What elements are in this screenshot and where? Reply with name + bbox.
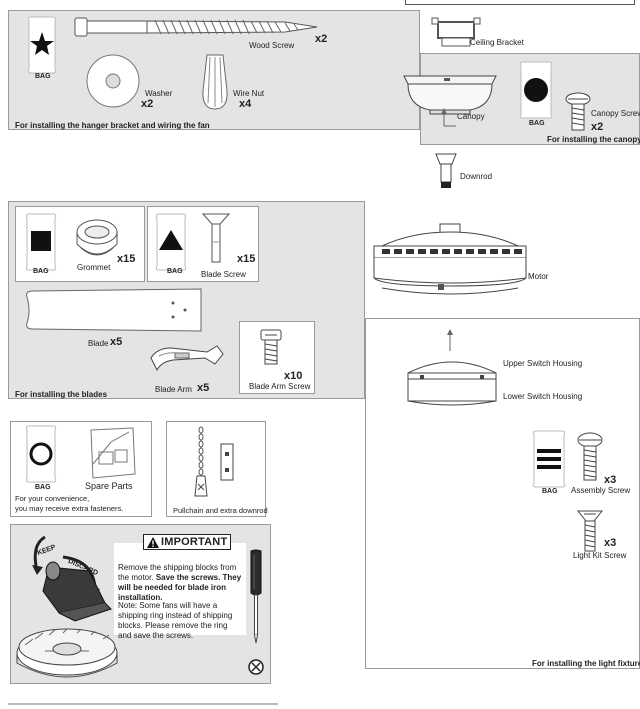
important-save-screws: Save the screws. They will be needed for…	[118, 573, 242, 602]
grommet-label: Grommet	[77, 263, 111, 272]
spare-parts-icon	[90, 427, 136, 479]
bag-label: BAG	[35, 73, 51, 80]
shipping-block-diagram	[16, 535, 118, 678]
canopy-pointer-arrow	[441, 108, 456, 127]
canopy-label: Canopy	[457, 112, 485, 121]
upper-switch-housing-label: Upper Switch Housing	[503, 359, 583, 368]
important-panel: KEEP DISCARD IMPORTANT Remove the shippi…	[10, 524, 271, 684]
ceiling-bracket-label: Ceiling Bracket	[470, 38, 524, 47]
wood-screw-label: Wood Screw	[249, 41, 295, 50]
blade-arm-icon	[150, 345, 224, 372]
warning-triangle-icon	[147, 537, 159, 548]
light-kit-screw-icon	[576, 510, 604, 552]
downrod-icon	[435, 153, 457, 188]
important-instruction: Remove the shipping blocks from the moto…	[118, 563, 237, 582]
canopy-bag-label: BAG	[529, 120, 545, 127]
downrod-label: Downrod	[460, 172, 493, 181]
switch-housing-icon	[407, 361, 497, 406]
blade-arm-qty: x5	[197, 382, 210, 394]
spare-note-line1: For your convenience,	[15, 494, 90, 503]
important-title-box: IMPORTANT	[143, 534, 231, 550]
hanger-wiring-panel: BAG Wood Screw x2 Washer x2 Wire Nut x4 …	[8, 10, 420, 130]
important-text-box	[114, 543, 246, 635]
switch-housing-pointer-arrow	[447, 329, 453, 351]
blade-screw-icon	[201, 213, 231, 263]
bottom-rule	[8, 703, 278, 705]
bag-star-icon	[27, 16, 57, 74]
blade-arm-screw-label: Blade Arm Screw	[249, 382, 311, 391]
lower-switch-housing-label: Lower Switch Housing	[503, 392, 583, 401]
important-paragraph-1: Remove the shipping blocks from the moto…	[118, 563, 242, 603]
light-kit-screw-qty: x3	[604, 537, 617, 549]
washer-qty: x2	[141, 98, 154, 110]
light-fixture-caption: For installing the light fixture	[532, 659, 640, 668]
grommet-qty: x15	[117, 253, 136, 265]
pullchain-panel: Pullchain and extra downrod	[166, 421, 268, 517]
light-bag-label: BAG	[542, 488, 558, 495]
washer-icon	[86, 54, 140, 108]
motor-icon	[373, 223, 527, 295]
important-paragraph-2: Note: Some fans will have a shipping rin…	[118, 601, 233, 640]
bag-ring-icon	[25, 425, 57, 483]
light-kit-screw-label: Light Kit Screw	[573, 551, 627, 560]
important-title: IMPORTANT	[161, 536, 228, 548]
blade-screw-bag-label: BAG	[167, 268, 183, 275]
blade-arm-label: Blade Arm	[155, 385, 192, 394]
hanger-wiring-caption: For installing the hanger bracket and wi…	[15, 121, 210, 130]
wire-nut-label: Wire Nut	[233, 89, 265, 98]
washer-label: Washer	[145, 89, 173, 98]
canopy-screw-qty: x2	[591, 121, 604, 133]
bag-circle-icon	[519, 61, 553, 119]
bag-triangle-icon	[155, 213, 187, 271]
blades-caption: For installing the blades	[15, 390, 108, 399]
extra-downrod-icon	[220, 443, 234, 481]
canopy-panel: BAG Canopy Screw x2 Canopy For installin…	[420, 53, 640, 145]
canopy-caption: For installing the canopy	[547, 135, 640, 144]
spare-note-line2: you may receive extra fasteners.	[15, 504, 124, 513]
bag-lines-icon	[532, 430, 566, 488]
spare-parts-panel: BAG Spare Parts For your convenience, yo…	[10, 421, 152, 517]
top-frame-fragment	[405, 0, 635, 5]
blade-screw-label: Blade Screw	[201, 270, 246, 279]
assembly-screw-label: Assembly Screw	[571, 486, 631, 495]
wood-screw-icon	[74, 17, 318, 37]
blade-arm-screw-qty: x10	[284, 370, 303, 382]
blades-panel: BAG Grommet x15 BAG Blade Screw x15 Blad…	[8, 201, 365, 399]
blade-label: Blade	[88, 339, 109, 348]
blade-screw-qty: x15	[237, 253, 256, 265]
motor-label: Motor	[528, 272, 549, 281]
wire-nut-icon	[202, 54, 228, 110]
assembly-screw-icon	[577, 432, 603, 481]
canopy-screw-label: Canopy Screw	[591, 109, 640, 118]
blade-icon	[26, 288, 202, 332]
assembly-screw-qty: x3	[604, 474, 617, 486]
wood-screw-qty: x2	[315, 33, 328, 45]
spare-parts-label: Spare Parts	[85, 481, 133, 491]
wire-nut-qty: x4	[239, 98, 252, 110]
screwdriver-icon	[248, 549, 264, 675]
light-fixture-panel: Upper Switch Housing Lower Switch Housin…	[365, 318, 640, 669]
blade-arm-screw-icon	[260, 329, 282, 365]
canopy-icon	[403, 75, 497, 115]
ceiling-bracket-icon	[431, 17, 481, 47]
pullchain-icon	[194, 426, 208, 497]
grommet-icon	[76, 219, 118, 256]
blade-qty: x5	[110, 336, 123, 348]
spare-bag-label: BAG	[35, 484, 51, 491]
grommet-bag-label: BAG	[33, 268, 49, 275]
bag-square-icon	[25, 213, 57, 271]
pullchain-label: Pullchain and extra downrod	[173, 506, 268, 515]
canopy-screw-icon	[565, 92, 591, 131]
